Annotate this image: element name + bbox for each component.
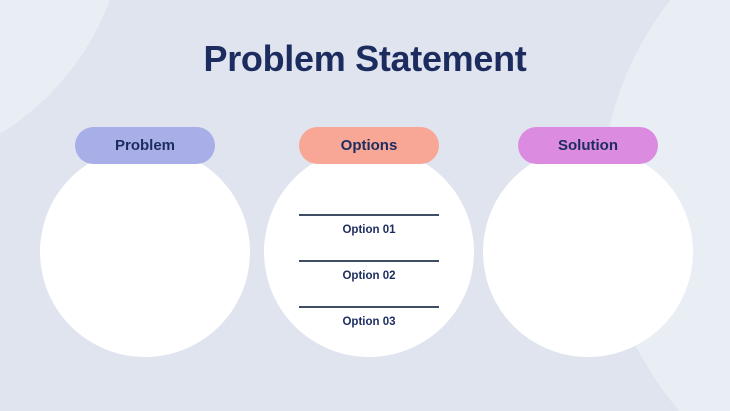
column-solution: Solution (483, 127, 693, 357)
problem-pill-label: Problem (114, 137, 175, 154)
option-group: Option 03 (264, 306, 474, 328)
option-divider-line (299, 260, 439, 262)
options-pill-label: Options (340, 137, 398, 154)
solution-pill: Solution (518, 127, 658, 164)
option-group: Option 02 (264, 260, 474, 282)
option-label: Option 03 (342, 315, 396, 328)
solution-pill-label: Solution (558, 137, 618, 154)
option-label: Option 01 (342, 223, 396, 236)
option-divider-line (299, 306, 439, 308)
column-options: Options Option 01 Option 02 Option 03 (264, 127, 474, 357)
option-label: Option 02 (342, 269, 396, 282)
options-list: Option 01 Option 02 Option 03 (264, 214, 474, 352)
problem-circle (40, 147, 250, 357)
page-title: Problem Statement (203, 38, 527, 79)
column-problem: Problem (40, 127, 250, 357)
options-pill: Options (299, 127, 439, 164)
options-circle: Option 01 Option 02 Option 03 (264, 147, 474, 357)
problem-pill: Problem (75, 127, 215, 164)
solution-circle (483, 147, 693, 357)
option-divider-line (299, 214, 439, 216)
option-group: Option 01 (264, 214, 474, 236)
